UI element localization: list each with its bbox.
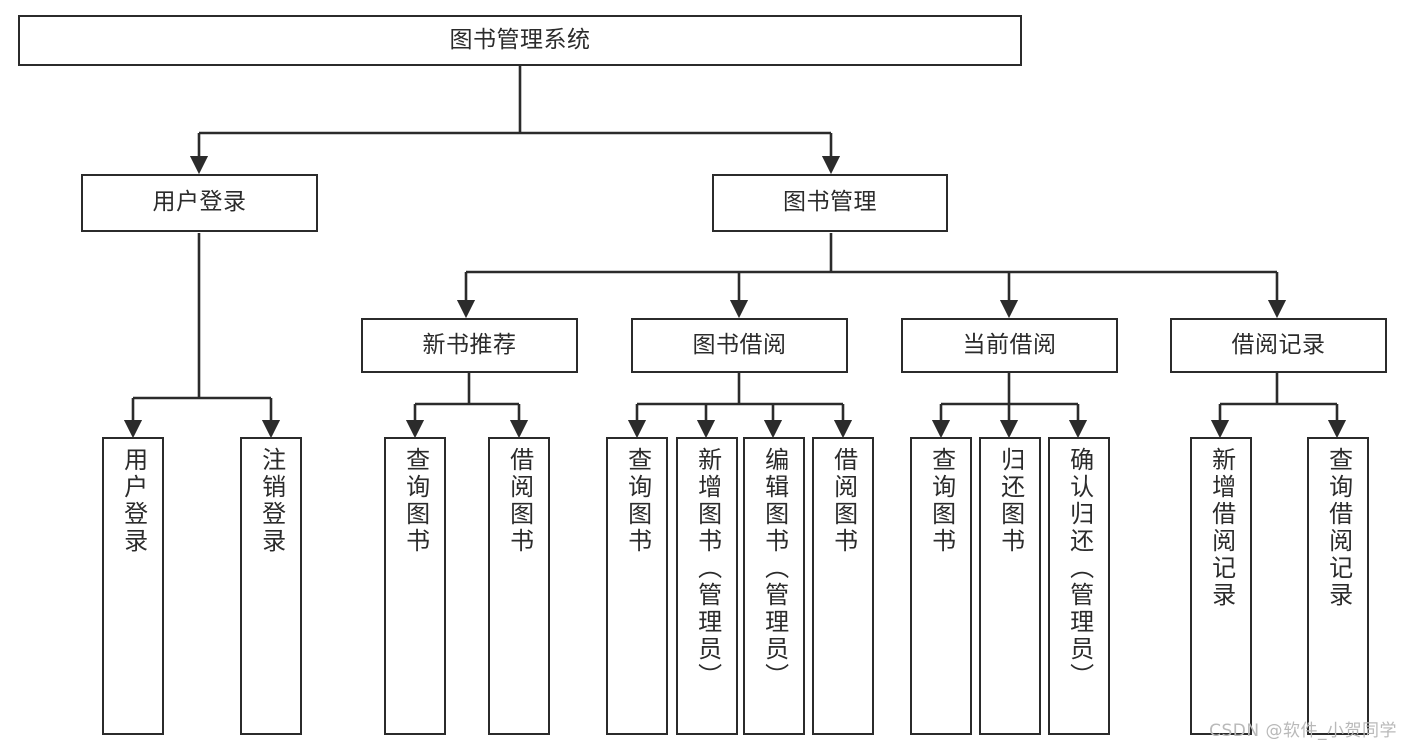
node-leaf-logout-login[interactable]: 注销登录 bbox=[240, 437, 302, 735]
node-leaf-add-book-label: 新增图书（管理员） bbox=[693, 447, 722, 690]
node-root-system[interactable]: 图书管理系统 bbox=[18, 15, 1022, 66]
node-root-system-label: 图书管理系统 bbox=[449, 26, 591, 53]
node-leaf-query-book-2-label: 查询图书 bbox=[623, 447, 652, 555]
node-leaf-confirm-return-label: 确认归还（管理员） bbox=[1065, 447, 1094, 690]
node-borrow-record-label: 借阅记录 bbox=[1231, 331, 1326, 358]
node-leaf-borrow-book-1[interactable]: 借阅图书 bbox=[488, 437, 550, 735]
node-leaf-user-login-label: 用户登录 bbox=[119, 447, 148, 555]
node-leaf-query-record-label: 查询借阅记录 bbox=[1324, 447, 1353, 609]
node-leaf-query-book-3-label: 查询图书 bbox=[927, 447, 956, 555]
node-current-borrow-label: 当前借阅 bbox=[962, 331, 1057, 358]
node-leaf-edit-book[interactable]: 编辑图书（管理员） bbox=[743, 437, 805, 735]
node-leaf-query-record[interactable]: 查询借阅记录 bbox=[1307, 437, 1369, 735]
node-leaf-return-book[interactable]: 归还图书 bbox=[979, 437, 1041, 735]
node-book-borrow-label: 图书借阅 bbox=[692, 331, 787, 358]
node-user-login-label: 用户登录 bbox=[152, 189, 247, 216]
node-new-book-recommend-label: 新书推荐 bbox=[422, 331, 517, 358]
node-leaf-borrow-book-2-label: 借阅图书 bbox=[829, 447, 858, 555]
node-leaf-borrow-book-1-label: 借阅图书 bbox=[505, 447, 534, 555]
csdn-watermark: CSDN @软件_小贺同学 bbox=[1209, 721, 1397, 741]
node-book-management-label: 图书管理 bbox=[783, 189, 877, 216]
node-leaf-query-book-1-label: 查询图书 bbox=[401, 447, 430, 555]
node-current-borrow[interactable]: 当前借阅 bbox=[901, 318, 1118, 373]
node-leaf-confirm-return[interactable]: 确认归还（管理员） bbox=[1048, 437, 1110, 735]
node-leaf-borrow-book-2[interactable]: 借阅图书 bbox=[812, 437, 874, 735]
node-leaf-query-book-2[interactable]: 查询图书 bbox=[606, 437, 668, 735]
node-borrow-record[interactable]: 借阅记录 bbox=[1170, 318, 1387, 373]
node-leaf-query-book-1[interactable]: 查询图书 bbox=[384, 437, 446, 735]
node-leaf-user-login[interactable]: 用户登录 bbox=[102, 437, 164, 735]
node-leaf-add-book[interactable]: 新增图书（管理员） bbox=[676, 437, 738, 735]
node-leaf-edit-book-label: 编辑图书（管理员） bbox=[760, 447, 789, 690]
node-leaf-return-book-label: 归还图书 bbox=[996, 447, 1025, 555]
node-leaf-query-book-3[interactable]: 查询图书 bbox=[910, 437, 972, 735]
node-book-borrow[interactable]: 图书借阅 bbox=[631, 318, 848, 373]
node-book-management[interactable]: 图书管理 bbox=[712, 174, 948, 232]
node-leaf-add-record[interactable]: 新增借阅记录 bbox=[1190, 437, 1252, 735]
node-leaf-add-record-label: 新增借阅记录 bbox=[1207, 447, 1236, 609]
node-new-book-recommend[interactable]: 新书推荐 bbox=[361, 318, 578, 373]
node-user-login[interactable]: 用户登录 bbox=[81, 174, 318, 232]
node-leaf-logout-login-label: 注销登录 bbox=[257, 447, 286, 555]
